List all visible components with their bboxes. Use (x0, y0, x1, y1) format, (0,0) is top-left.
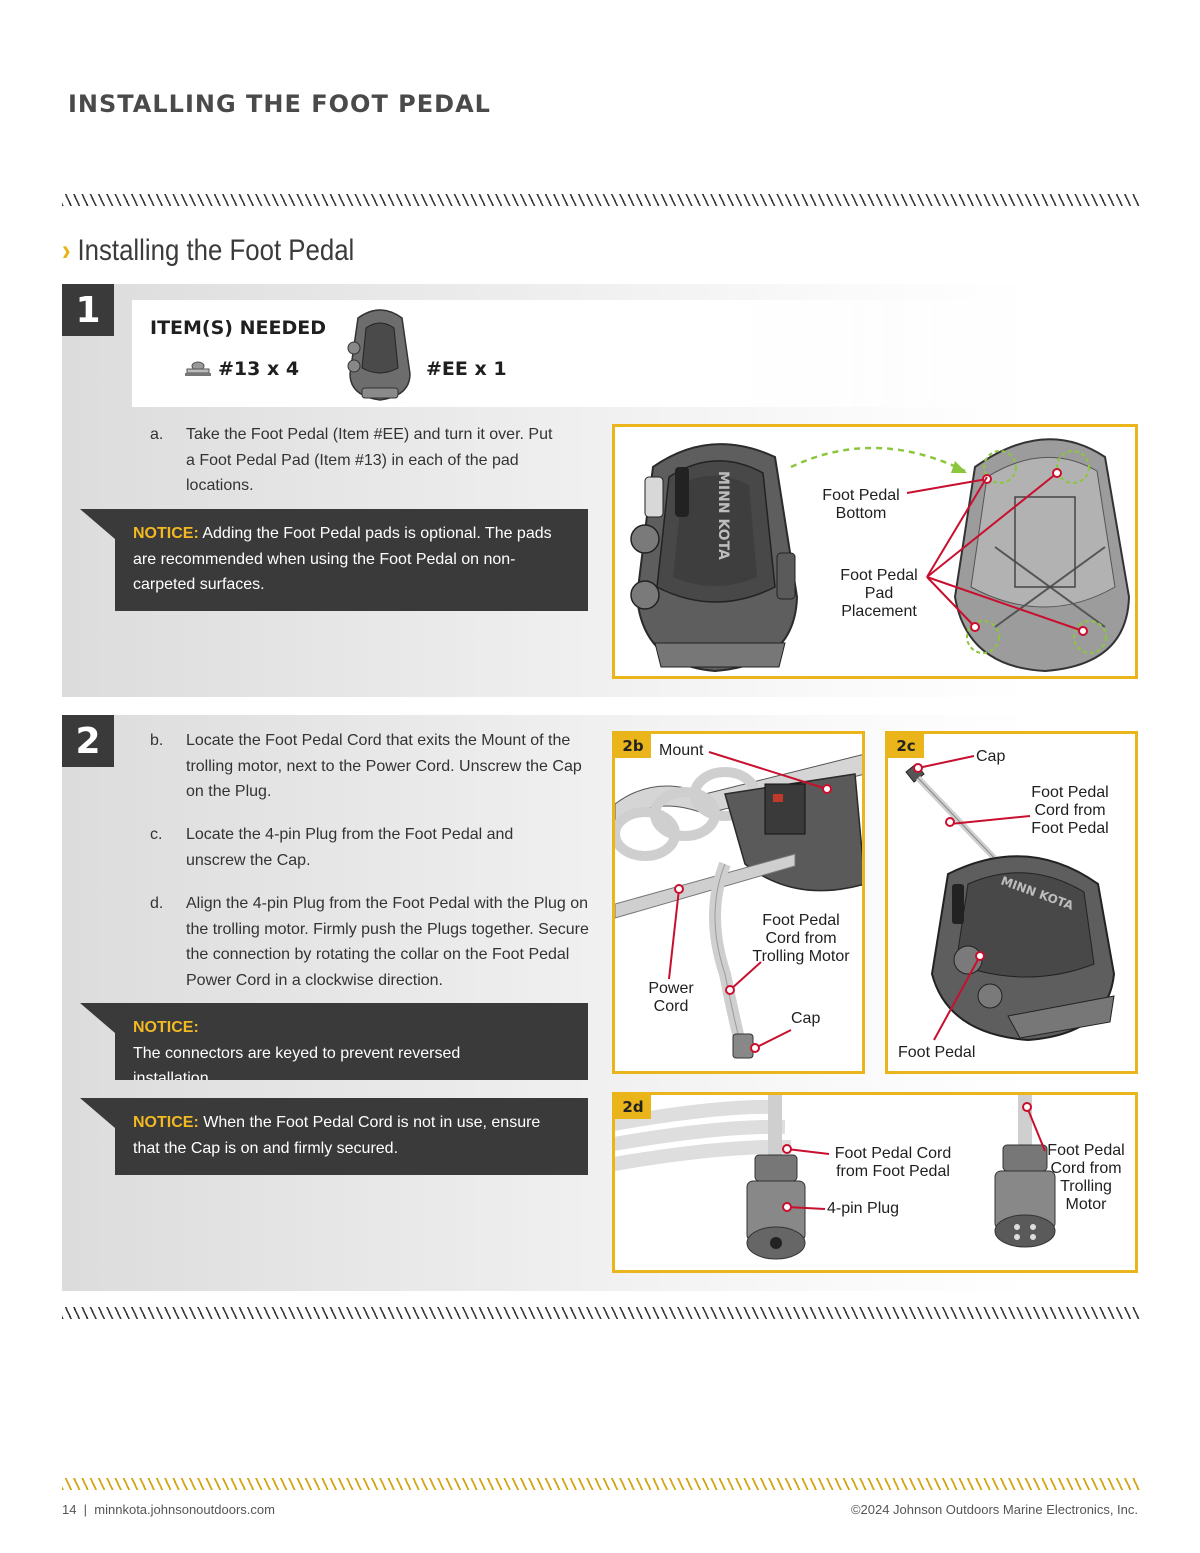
figure-2b-mount: 2b Mount Foot Pedal Cord from Trolling M… (612, 731, 865, 1074)
figure-2c-tag: 2c (888, 734, 924, 758)
label-2c-cord-line-1: Foot Pedal (1031, 784, 1109, 801)
label-4-pin-plug: 4-pin Plug (827, 1200, 900, 1217)
brand-mark: MINN KOTA (715, 471, 731, 560)
notice-cap-secured: NOTICE: When the Foot Pedal Cord is not … (80, 1098, 588, 1175)
instruction-b-letter: b. (150, 732, 164, 749)
plugs-illustration (615, 1095, 1056, 1260)
foot-pedal-cord-illustration: MINN KOTA (905, 755, 1116, 1042)
label-2c-cap: Cap (976, 748, 1006, 765)
label-power-line-2: Cord (653, 998, 689, 1015)
label-2c-cord-line-3: Foot Pedal (1031, 820, 1109, 837)
label-2d-tm-line-4: Motor (1065, 1196, 1107, 1213)
notice-text: Adding the Foot Pedal pads is optional. … (133, 525, 552, 593)
label-cord-from-foot-pedal: Foot Pedal Cord from Foot Pedal (1020, 784, 1120, 838)
chevron-right-icon: › (62, 234, 71, 267)
label-2d-tm-line-2: Cord from (1050, 1160, 1122, 1177)
section-title-text: Installing the Foot Pedal (77, 234, 355, 267)
bottom-divider (62, 1307, 1140, 1319)
notice-2-text: When the Foot Pedal Cord is not in use, … (133, 1114, 541, 1157)
foot-pedal-pad-icon (185, 361, 211, 376)
instruction-a: a. Take the Foot Pedal (Item #EE) and tu… (150, 422, 590, 499)
figure-2d-plugs: 2d Foot Pedal Cord from Foot Pedal 4-pin… (612, 1092, 1138, 1273)
label-2c-cord-line-2: Cord from (1034, 802, 1106, 819)
foot-pedal-illustration: MINN KOTA (630, 438, 1131, 673)
label-cord-from-trolling-motor-2d: Foot Pedal Cord from Trolling Motor (1041, 1142, 1131, 1214)
instruction-c-letter: c. (150, 826, 163, 843)
footer-page-url: 14 | minnkota.johnsonoutdoors.com (62, 1502, 275, 1517)
label-foot-pedal-bottom: Foot Pedal Bottom (813, 487, 909, 523)
label-2d-tm-line-3: Trolling (1060, 1178, 1112, 1195)
foot-pedal-icon (347, 309, 411, 401)
notice-1-keyword: NOTICE: (133, 1019, 199, 1036)
instruction-b: b. Locate the Foot Pedal Cord that exits… (150, 728, 590, 805)
label-power-line-1: Power (648, 980, 694, 997)
label-cord-from-foot-pedal-2d: Foot Pedal Cord from Foot Pedal (827, 1145, 959, 1181)
notice-connectors-keyed: NOTICE: The connectors are keyed to prev… (80, 1003, 588, 1080)
label-2b-cord-line-3: Trolling Motor (752, 948, 850, 965)
label-bottom-line-2: Bottom (835, 505, 887, 522)
notice-2-keyword: NOTICE: (133, 1114, 199, 1131)
instruction-c-text: Locate the 4-pin Plug from the Foot Peda… (186, 826, 514, 869)
instruction-c: c. Locate the 4-pin Plug from the Foot P… (150, 822, 590, 873)
label-pad-line-1: Foot Pedal (840, 567, 918, 584)
figure-2b-tag: 2b (615, 734, 651, 758)
step-1-number: 1 (62, 284, 114, 336)
instruction-a-letter: a. (150, 426, 164, 443)
label-2b-cord-line-2: Cord from (765, 930, 837, 947)
page-header: INSTALLING THE FOOT PEDAL (68, 90, 491, 118)
item-pedal-quantity: #EE x 1 (426, 358, 507, 380)
label-2b-cord-line-1: Foot Pedal (762, 912, 840, 929)
instruction-d-text: Align the 4-pin Plug from the Foot Pedal… (186, 895, 589, 989)
label-2b-cap: Cap (791, 1010, 821, 1027)
footer-divider (62, 1478, 1140, 1490)
label-cord-from-trolling-motor: Foot Pedal Cord from Trolling Motor (745, 912, 857, 966)
label-power-cord: Power Cord (645, 980, 697, 1016)
label-bottom-line-1: Foot Pedal (822, 487, 900, 504)
instruction-b-text: Locate the Foot Pedal Cord that exits th… (186, 732, 582, 800)
label-pad-placement: Foot Pedal Pad Placement (831, 567, 927, 621)
instruction-a-text: Take the Foot Pedal (Item #EE) and turn … (186, 426, 553, 494)
instruction-d: d. Align the 4-pin Plug from the Foot Pe… (150, 891, 590, 993)
instruction-d-letter: d. (150, 895, 164, 912)
label-pad-line-2: Pad (864, 585, 894, 602)
label-2d-fp-line-1: Foot Pedal Cord (834, 1145, 952, 1162)
item-pad-quantity: #13 x 4 (218, 358, 300, 380)
notice-1-text: The connectors are keyed to prevent reve… (133, 1044, 461, 1087)
label-pad-line-3: Placement (841, 603, 917, 620)
section-divider (62, 194, 1140, 206)
label-2c-foot-pedal: Foot Pedal (898, 1044, 976, 1062)
footer-copyright: ©2024 Johnson Outdoors Marine Electronic… (850, 1502, 1138, 1517)
figure-2c-foot-pedal: MINN KOTA 2c Cap Foot Pedal Cord from Fo… (885, 731, 1138, 1074)
mount-illustration (615, 751, 862, 1059)
notice-keyword: NOTICE: (133, 525, 199, 542)
figure-pedal-bottom: MINN KOTA Foot Pedal Bottom Foot Pedal P… (612, 424, 1138, 679)
figure-2d-tag: 2d (615, 1095, 651, 1119)
items-needed-title: ITEM(S) NEEDED (150, 317, 326, 339)
notice-pads-optional: NOTICE: Adding the Foot Pedal pads is op… (80, 509, 588, 611)
label-2d-fp-line-2: from Foot Pedal (836, 1163, 950, 1180)
items-needed-box (132, 300, 1132, 407)
label-2d-tm-line-1: Foot Pedal (1047, 1142, 1125, 1159)
step-2-number: 2 (62, 715, 114, 767)
label-mount: Mount (657, 742, 706, 760)
section-title: ›Installing the Foot Pedal (62, 234, 354, 268)
